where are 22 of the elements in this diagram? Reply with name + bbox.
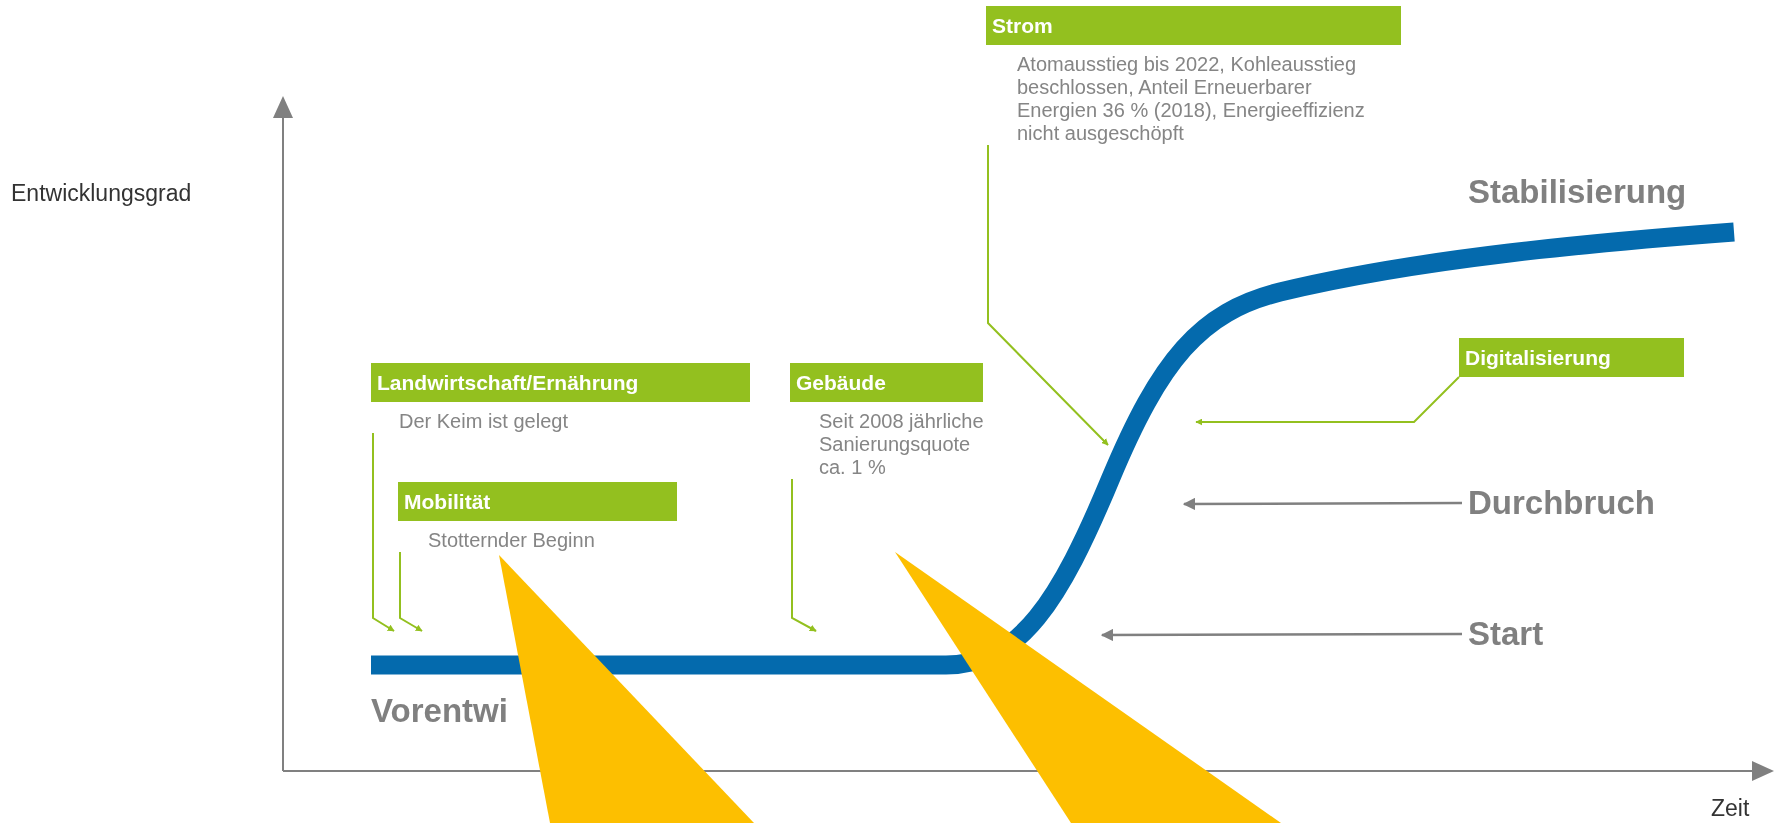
axis-label: Entwicklungsgrad — [11, 180, 192, 207]
description-text: Stotternder Beginn — [427, 528, 596, 552]
arrow — [1100, 628, 1462, 642]
phase-label: Start — [1468, 615, 1544, 653]
axis-label: Zeit — [1711, 795, 1750, 822]
leader-line — [987, 144, 1109, 446]
description-text: Seit 2008 jährliche Sanierungsquote ca. 1 % — [818, 409, 985, 479]
leader-line — [372, 432, 395, 632]
phase-label: Vorentwi — [371, 692, 508, 730]
phase-label: Durchbruch — [1468, 484, 1655, 522]
category-header: Gebäude — [790, 363, 983, 402]
arrow — [1182, 497, 1462, 511]
leader-line — [399, 551, 423, 632]
leader-line — [791, 478, 817, 632]
category-header: Landwirtschaft/Ernährung — [371, 363, 750, 402]
description-text: Der Keim ist gelegt — [398, 409, 569, 433]
leader-line — [1195, 376, 1460, 426]
category-header: Strom — [986, 6, 1401, 45]
phase-label: Stabilisierung — [1468, 173, 1687, 211]
category-header: Digitalisierung — [1459, 338, 1684, 377]
description-text: Atomausstieg bis 2022, Kohleausstieg beschlossen, Anteil Erneuerbarer Energien 36 % (2018), Energieeffizienz nicht ausgeschöpft — [1016, 52, 1366, 145]
category-header: Mobilität — [398, 482, 677, 521]
